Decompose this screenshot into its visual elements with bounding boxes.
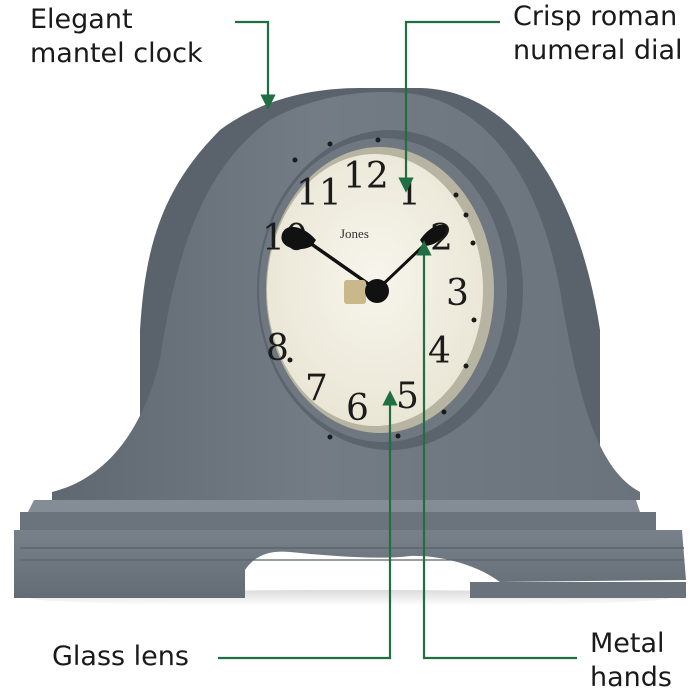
numeral-5: 5	[396, 376, 419, 417]
numeral-6: 6	[346, 388, 369, 429]
numeral-3: 3	[446, 273, 469, 314]
numeral-12: 12	[343, 156, 389, 197]
arrow-up-icon	[218, 390, 398, 660]
callout-line: mantel clock	[30, 38, 203, 69]
callout-line: numeral dial	[513, 35, 683, 66]
clock-hands	[281, 224, 447, 304]
base-plinth	[20, 512, 656, 530]
callout-line: Glass lens	[52, 641, 189, 672]
numeral-8: 8	[266, 328, 289, 369]
callout-metal-hands: Metal hands	[590, 627, 672, 695]
numeral-1: 1	[398, 173, 421, 214]
base-front	[14, 530, 686, 598]
numeral-4: 4	[428, 331, 451, 372]
brand-label: Jones	[340, 226, 369, 241]
dial-numerals: 12 1 2 3 4 5 6 7 8 11 10	[262, 156, 469, 429]
callout-crisp-roman-numeral-dial: Crisp roman numeral dial	[513, 0, 683, 68]
callout-glass-lens: Glass lens	[52, 640, 189, 674]
minute-dots	[287, 137, 477, 440]
numeral-7: 7	[305, 368, 328, 409]
callout-elegant-mantel-clock: Elegant mantel clock	[30, 3, 203, 71]
hour-hand-spade	[281, 226, 316, 250]
arrow-up-icon	[416, 240, 577, 660]
callout-line: Elegant	[30, 4, 133, 35]
numeral-11: 11	[296, 173, 342, 214]
center-post	[344, 280, 366, 304]
callout-line: Metal	[590, 628, 665, 659]
base-top-step	[28, 500, 640, 512]
center-cap	[365, 279, 389, 303]
base-right-foot	[470, 582, 686, 598]
arrow-down-icon	[235, 20, 276, 110]
arrow-down-icon	[398, 20, 500, 193]
callout-arrows	[218, 20, 577, 660]
callout-line: Crisp roman	[513, 1, 678, 32]
callout-line: hands	[590, 662, 672, 693]
